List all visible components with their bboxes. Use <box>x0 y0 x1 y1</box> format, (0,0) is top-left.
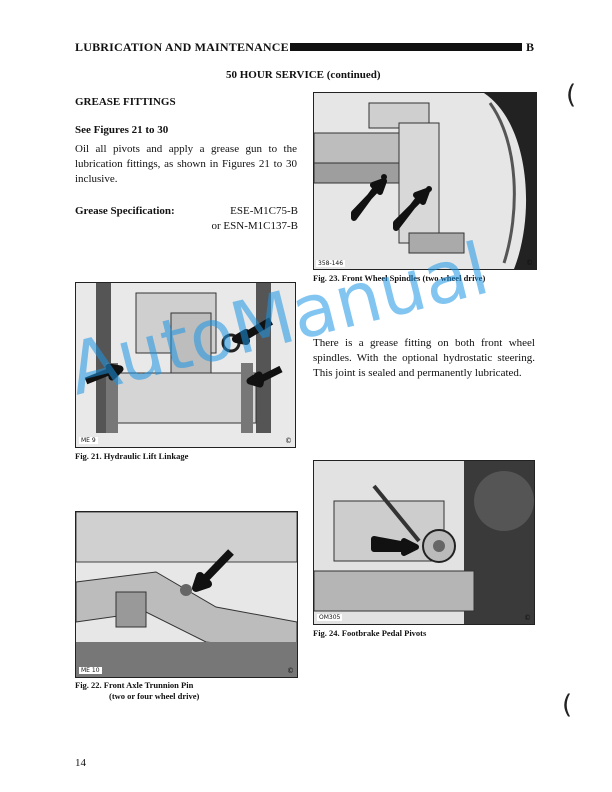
spec-label: Grease Specification: <box>75 205 175 217</box>
figure-id-label: 358-146 <box>316 260 346 267</box>
figure-22-caption-line1: Fig. 22. Front Axle Trunnion Pin <box>75 680 194 690</box>
copyright-mark: © <box>524 614 531 622</box>
copyright-mark: © <box>287 667 294 675</box>
spec-value-alternate: or ESN-M1C137-B <box>211 220 298 232</box>
figure-reference: See Figures 21 to 30 <box>75 124 169 136</box>
lift-linkage-illustration <box>76 283 295 447</box>
margin-bracket-mark: ( <box>562 690 573 720</box>
page-number: 14 <box>75 757 86 769</box>
trunnion-illustration <box>76 512 297 677</box>
spindle-illustration <box>314 93 536 269</box>
figure-21-caption: Fig. 21. Hydraulic Lift Linkage <box>75 451 189 461</box>
figure-id-label: ME 10 <box>79 667 102 674</box>
figure-21-image: ME 9 © <box>75 282 296 448</box>
footbrake-illustration <box>314 461 534 624</box>
figure-23-image: 358-146 © <box>313 92 537 270</box>
spindle-paragraph: There is a grease fitting on both front … <box>313 337 535 379</box>
figure-24-caption: Fig. 24. Footbrake Pedal Pivots <box>313 628 427 638</box>
figure-22-caption: Fig. 22. Front Axle Trunnion Pin (two or… <box>75 680 295 702</box>
copyright-mark: © <box>526 259 533 267</box>
figure-23-caption: Fig. 23. Front Wheel Spindles (two wheel… <box>313 273 486 283</box>
margin-bracket-mark: ( <box>566 80 577 110</box>
figure-24-image: OM305 © <box>313 460 535 625</box>
figure-22-caption-line2: (two or four wheel drive) <box>109 691 200 701</box>
spec-value-primary: ESE-M1C75-B <box>230 205 298 217</box>
running-header-title: LUBRICATION AND MAINTENANCE <box>75 40 289 54</box>
copyright-mark: © <box>285 437 292 445</box>
figure-id-label: ME 9 <box>79 437 98 444</box>
figure-22-image: ME 10 © <box>75 511 298 678</box>
section-title: GREASE FITTINGS <box>75 96 176 108</box>
header-rule-bar <box>290 43 522 51</box>
figure-id-label: OM305 <box>317 614 343 621</box>
section-letter: B <box>526 40 535 54</box>
page-subheading: 50 HOUR SERVICE (continued) <box>226 69 381 81</box>
instruction-paragraph: Oil all pivots and apply a grease gun to… <box>75 143 297 185</box>
